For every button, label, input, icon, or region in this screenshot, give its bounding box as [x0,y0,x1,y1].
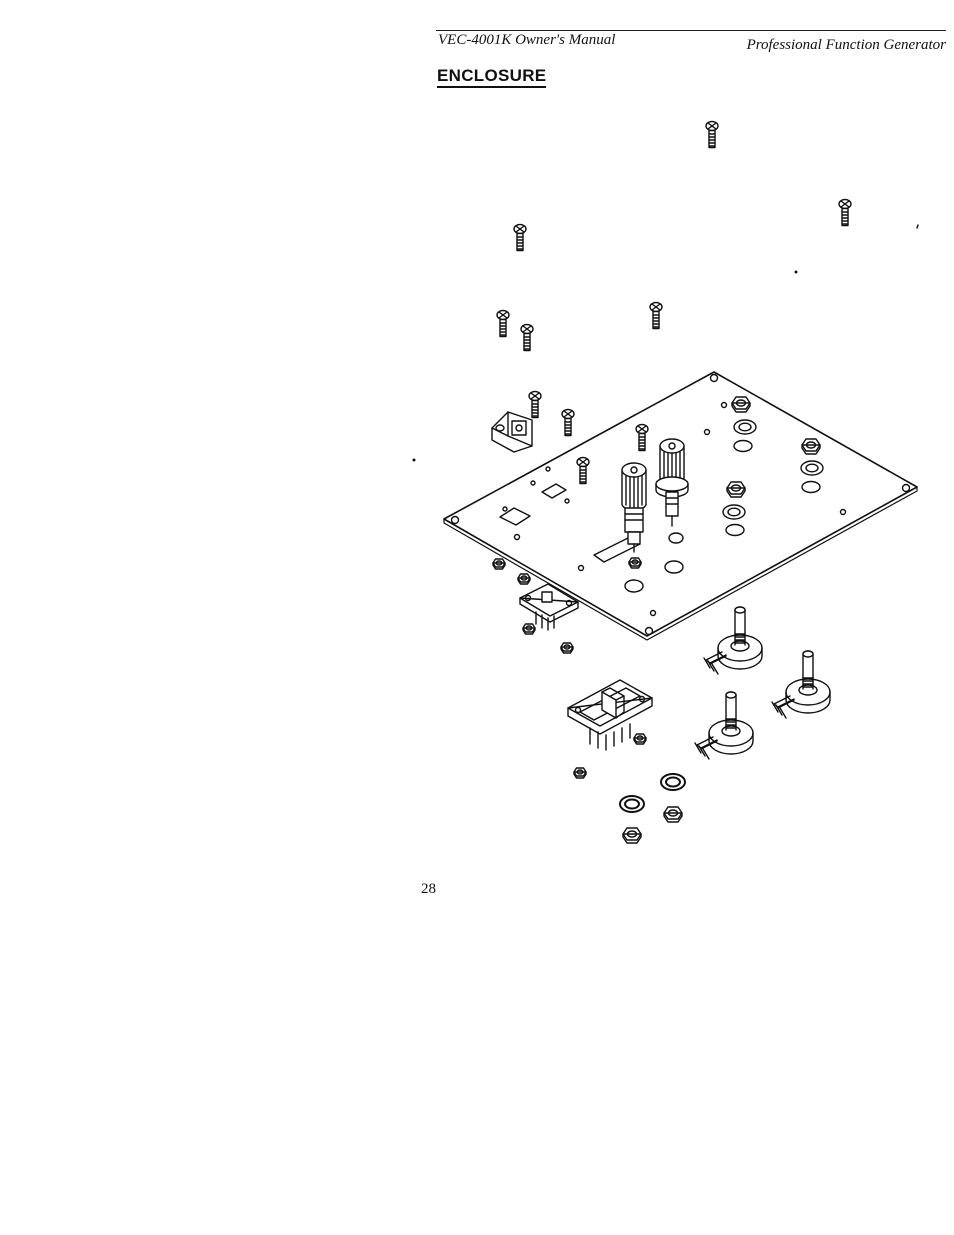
switch-nut-4 [560,642,574,654]
washer-2b [801,480,821,494]
header-manual-title: VEC-4001K Owner's Manual [438,32,616,48]
small-screw-pair [496,309,534,352]
screw-top [705,120,719,149]
post-nut-1 [628,557,642,569]
washer-3b [725,523,745,537]
section-title: ENCLOSURE [437,66,547,88]
washer-1b [733,439,753,453]
large-slide-switch [567,679,653,751]
hex-nut-2 [622,827,642,844]
screw-right [838,198,852,227]
binding-post-left [621,462,647,553]
loose-nut [573,767,587,779]
binding-post-right [655,438,689,527]
screw-left [513,223,527,252]
page-number: 28 [421,881,436,897]
washer-1 [733,419,757,435]
potentiometer-1 [703,606,763,675]
potentiometer-2 [771,650,831,719]
hex-nut-1 [663,806,683,823]
circuit-board [443,371,918,641]
header-rule [436,30,946,31]
switch-nut-3 [522,623,536,635]
jack-screw-2 [561,408,575,437]
switch-nut-1 [492,558,506,570]
header-product-name: Professional Function Generator [746,37,946,53]
jack-screw-1 [528,390,542,419]
lock-washer-2 [619,795,645,813]
dc-jack [491,411,533,453]
washer-3 [722,504,746,520]
potentiometer-3 [694,691,754,760]
screw-middle [649,301,663,330]
switch-nut-2 [517,573,531,585]
lock-washer-1 [660,773,686,791]
large-switch-nut [633,733,647,745]
washer-2 [800,460,824,476]
small-slide-switch [519,583,579,631]
